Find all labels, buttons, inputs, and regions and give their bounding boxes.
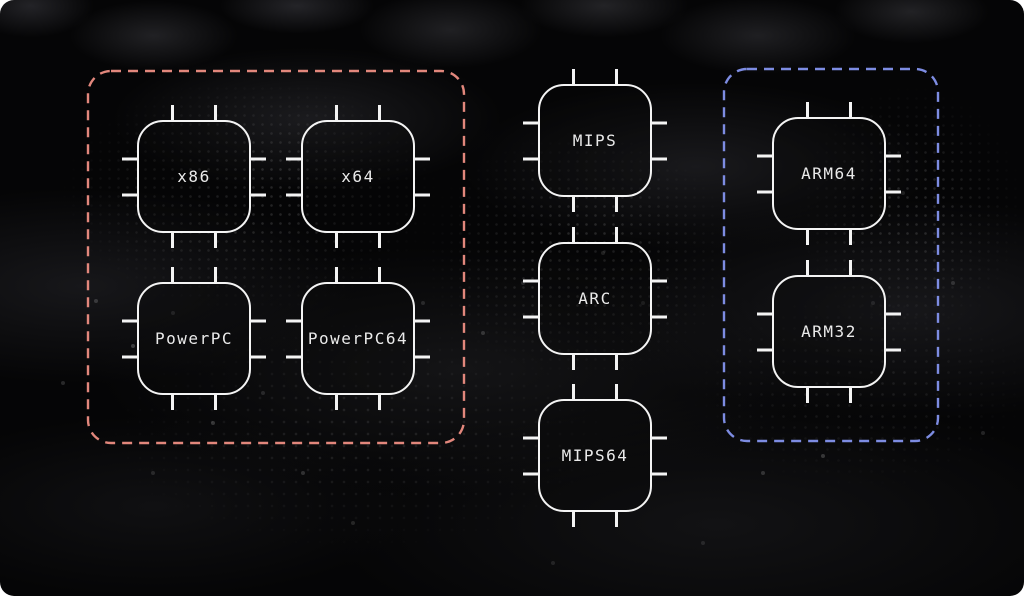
chip-powerpc: PowerPC [122, 267, 266, 410]
x86-family-group-outline [86, 69, 466, 445]
chip-label: PowerPC64 [307, 329, 409, 348]
chip-mips64: MIPS64 [523, 384, 667, 527]
chip-label: x64 [341, 167, 375, 186]
chip-x86: x86 [122, 105, 266, 248]
chip-pins-right [652, 436, 667, 475]
chip-label: ARC [578, 289, 612, 308]
chip-arc: ARC [523, 227, 667, 370]
chip-powerpc64: PowerPC64 [286, 267, 430, 410]
chip-pins-top [572, 384, 618, 399]
chip-pins-bottom [572, 355, 618, 370]
chip-arm32: ARM32 [757, 260, 901, 403]
chip-pins-bottom [572, 512, 618, 527]
chip-label: MIPS64 [561, 446, 629, 465]
chip-pins-top [572, 69, 618, 84]
chip-label: PowerPC [155, 329, 233, 348]
chip-pins-left [523, 121, 538, 160]
arm-family-group-outline [722, 67, 940, 443]
chip-pins-left [523, 279, 538, 318]
chip-label: ARM32 [801, 322, 857, 341]
particle-dots [0, 0, 2, 2]
chip-pins-left [523, 436, 538, 475]
x86-family-group-border [86, 69, 466, 445]
chip-mips: MIPS [523, 69, 667, 212]
chip-pins-right [652, 279, 667, 318]
chip-arm64: ARM64 [757, 102, 901, 245]
arm-family-group-border [722, 67, 940, 443]
chip-pins-right [652, 121, 667, 160]
chip-label: MIPS [572, 131, 618, 150]
chip-label: ARM64 [801, 164, 857, 183]
chip-x64: x64 [286, 105, 430, 248]
chip-label: x86 [177, 167, 211, 186]
chip-pins-top [572, 227, 618, 242]
chip-pins-bottom [572, 197, 618, 212]
